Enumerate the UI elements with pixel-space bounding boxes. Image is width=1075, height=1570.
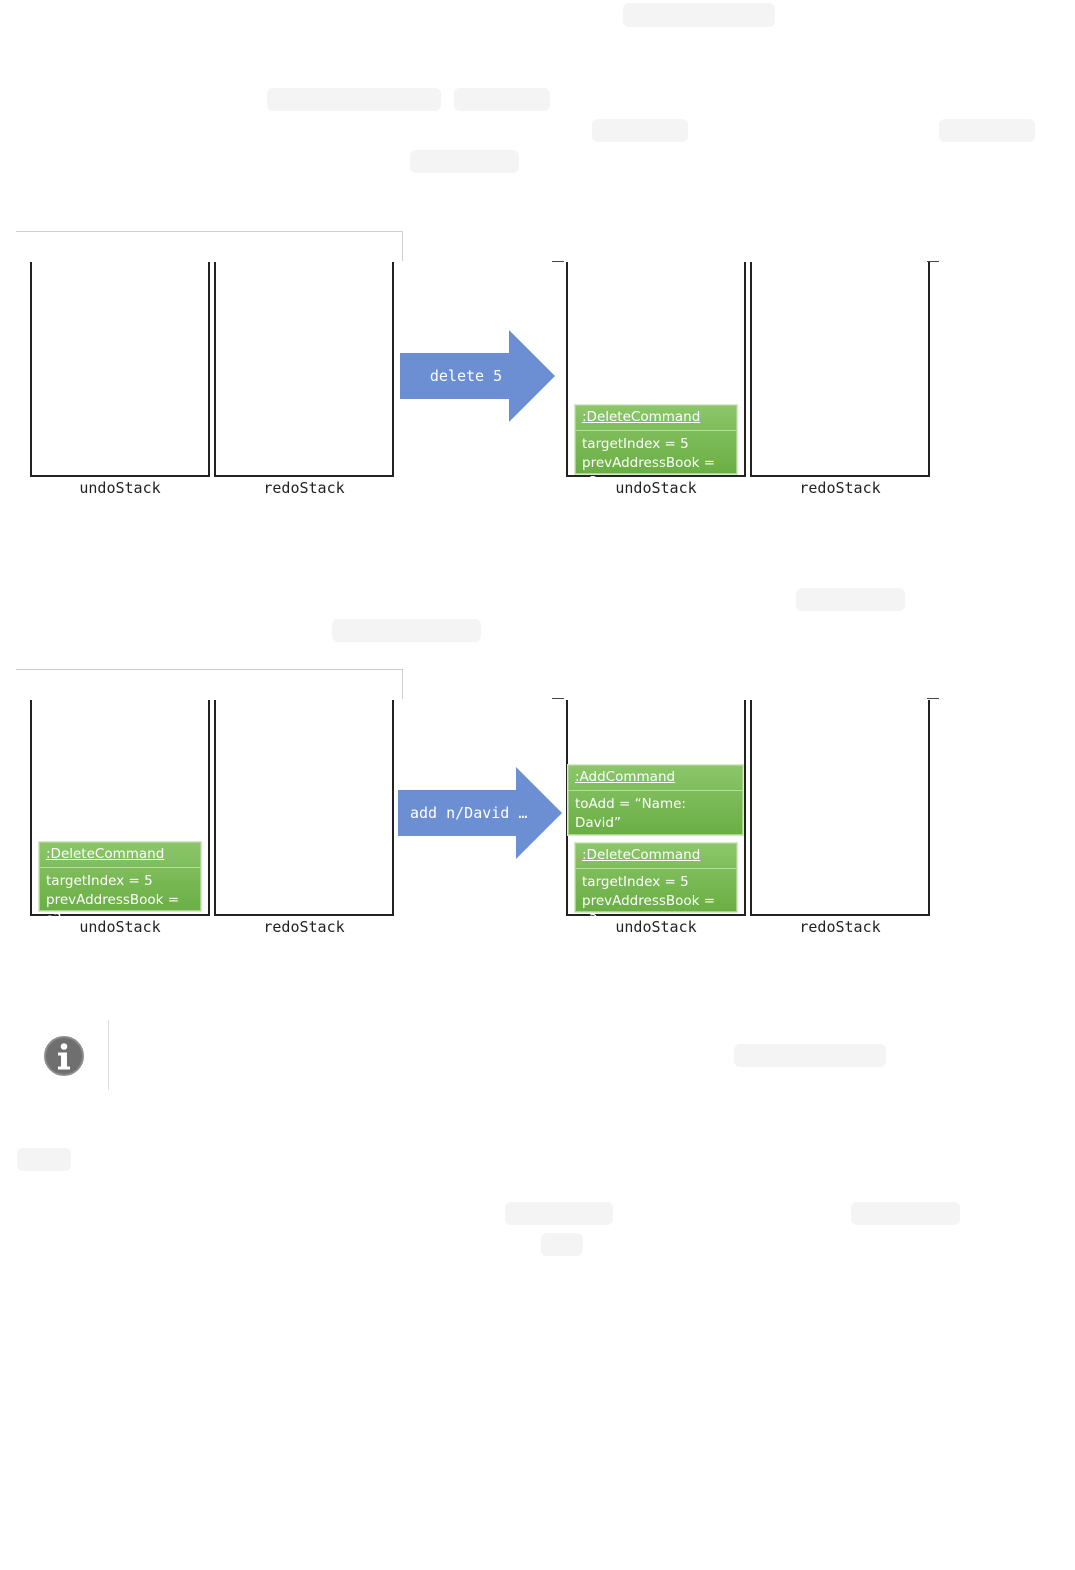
redo-stack-label: redoStack	[799, 479, 881, 497]
panel-tick	[927, 698, 939, 699]
redacted-text	[505, 1202, 613, 1225]
redacted-text	[332, 619, 481, 642]
redo-stack-label: redoStack	[263, 479, 345, 497]
panel-border	[16, 231, 403, 232]
command-field: prevAddressBook = s3	[582, 893, 716, 928]
delete-command-object: :DeleteCommand targetIndex = 5 prevAddre…	[574, 842, 738, 928]
command-field: toAdd = “Name: David”	[575, 796, 686, 831]
panel-border	[402, 669, 403, 699]
redacted-text	[454, 88, 550, 111]
redo-stack-label: redoStack	[799, 918, 881, 936]
redacted-text	[851, 1202, 960, 1225]
panel-border	[402, 231, 403, 261]
redo-stack-label: redoStack	[263, 918, 345, 936]
undo-stack-label: undoStack	[615, 918, 697, 936]
arrow-body	[400, 353, 510, 399]
delete-command-object: :DeleteCommand targetIndex = 5 prevAddre…	[574, 404, 738, 490]
redacted-text	[796, 588, 905, 611]
command-title: :DeleteCommand	[575, 405, 737, 431]
redacted-text	[592, 119, 688, 142]
redo-stack-container	[214, 262, 394, 477]
command-title: :DeleteCommand	[575, 843, 737, 869]
arrow-head	[516, 767, 562, 859]
command-field: prevAddressBook = s3	[46, 892, 180, 927]
panel-tick	[552, 698, 564, 699]
transition-arrow: add n/David …	[398, 767, 562, 859]
undo-stack-label: undoStack	[79, 479, 161, 497]
redo-stack-container	[214, 700, 394, 916]
panel-tick	[927, 261, 939, 262]
command-title: :AddCommand	[568, 765, 743, 791]
redacted-text	[410, 150, 519, 173]
command-title: :DeleteCommand	[39, 842, 201, 868]
redacted-text	[734, 1044, 886, 1067]
transition-arrow: delete 5	[400, 330, 555, 422]
undo-stack-container	[30, 700, 210, 916]
redacted-text	[623, 3, 775, 27]
delete-command-object: :DeleteCommand targetIndex = 5 prevAddre…	[38, 841, 202, 927]
undo-stack-label: undoStack	[615, 479, 697, 497]
command-label: delete 5	[429, 367, 503, 385]
undo-stack-label: undoStack	[79, 918, 161, 936]
redacted-text	[267, 88, 441, 111]
add-command-object: :AddCommand toAdd = “Name: David” prevAd…	[567, 764, 744, 850]
redo-stack-container	[750, 700, 930, 916]
panel-border	[16, 669, 403, 670]
arrow-body	[398, 790, 517, 836]
command-label: add n/David …	[410, 804, 528, 822]
command-field: prevAddressBook = s3	[582, 455, 716, 490]
admonition-divider	[108, 1020, 109, 1090]
info-circle-icon	[44, 1036, 84, 1076]
redo-stack-container	[750, 262, 930, 477]
redacted-text	[939, 119, 1035, 142]
command-field: targetIndex = 5	[582, 874, 689, 890]
redacted-text	[17, 1148, 71, 1171]
command-field: targetIndex = 5	[46, 873, 153, 889]
undo-stack-container	[566, 262, 746, 477]
command-field: targetIndex = 5	[582, 436, 689, 452]
panel-tick	[552, 261, 564, 262]
undo-stack-container	[30, 262, 210, 477]
redacted-text	[541, 1233, 583, 1256]
arrow-head	[509, 330, 555, 422]
